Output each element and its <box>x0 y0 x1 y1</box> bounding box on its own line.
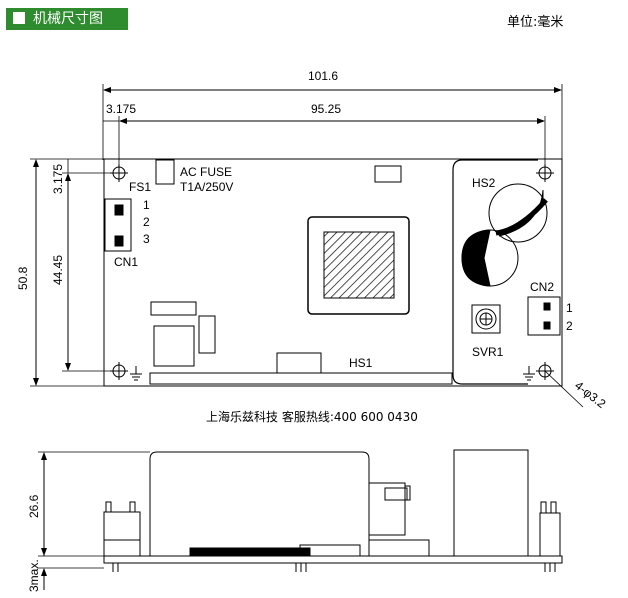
fuse-fs1 <box>155 159 175 185</box>
connector-cn2 <box>527 296 561 336</box>
component-side <box>368 482 406 536</box>
section-title-bar: 机械尺寸图 <box>6 8 128 30</box>
connector-cn2-side <box>539 512 561 557</box>
cn1-pin-3: 3 <box>143 232 150 246</box>
dim-hole-offset-y-label: 3.175 <box>51 164 65 194</box>
dim-hole-pitch-x-label: 95.25 <box>311 102 341 116</box>
company-hotline: 上海乐兹科技 客服热线:400 600 0430 <box>206 409 418 424</box>
component-block <box>153 325 195 367</box>
dim-height-label: 50.8 <box>16 266 30 290</box>
heatsink-hs2-outline <box>452 159 538 385</box>
cn2-pin-2: 2 <box>566 319 573 333</box>
hs2-label: HS2 <box>472 176 496 190</box>
connector-cn1-side <box>103 511 141 557</box>
cn1-pin-1: 1 <box>143 198 150 212</box>
fs1-label: FS1 <box>129 180 151 194</box>
ic-component <box>374 165 402 183</box>
capacitor <box>488 183 548 243</box>
cn2-label: CN2 <box>530 280 554 294</box>
mount-hole-icon <box>110 362 128 380</box>
square-icon <box>13 12 25 24</box>
fuse-rating-label: T1A/250V <box>180 180 233 194</box>
pcb-outline <box>103 158 563 387</box>
side-view <box>38 449 563 590</box>
ground-icon <box>523 366 535 381</box>
ground-icon <box>130 366 142 381</box>
pcb-side <box>103 555 563 564</box>
dim-hole-pitch-y-label: 44.45 <box>51 255 65 285</box>
side-height-label: 26.6 <box>27 494 41 518</box>
capacitor <box>461 229 519 287</box>
component-strip <box>150 301 197 316</box>
heatsink-hs1 <box>149 372 453 385</box>
component-on-hs1 <box>276 352 322 374</box>
svr1-label: SVR1 <box>472 345 504 359</box>
top-view <box>30 84 584 408</box>
dim-hole-offset-x-label: 3.175 <box>106 102 136 116</box>
section-title: 机械尺寸图 <box>33 11 103 27</box>
dim-width-label: 101.6 <box>308 69 338 83</box>
cn1-pin-2: 2 <box>143 215 150 229</box>
heatsink-hs1-side <box>149 451 370 556</box>
ac-fuse-label: AC FUSE <box>180 165 232 179</box>
unit-label: 单位:毫米 <box>507 15 564 30</box>
trimmer-svr1 <box>471 304 501 334</box>
hole-note-leader <box>544 370 584 408</box>
side-pin-label: 3max. <box>27 559 41 592</box>
connector-cn1 <box>104 198 132 252</box>
mount-hole-icon <box>536 164 554 182</box>
cn1-label: CN1 <box>114 255 138 269</box>
capacitor-side <box>453 449 529 557</box>
component-resistor <box>198 315 216 354</box>
transformer <box>307 216 410 315</box>
mount-hole-icon <box>110 164 128 182</box>
cn2-pin-1: 1 <box>566 301 573 315</box>
mount-hole-label: 4-φ3.2 <box>572 378 609 411</box>
hs1-label: HS1 <box>349 356 373 370</box>
